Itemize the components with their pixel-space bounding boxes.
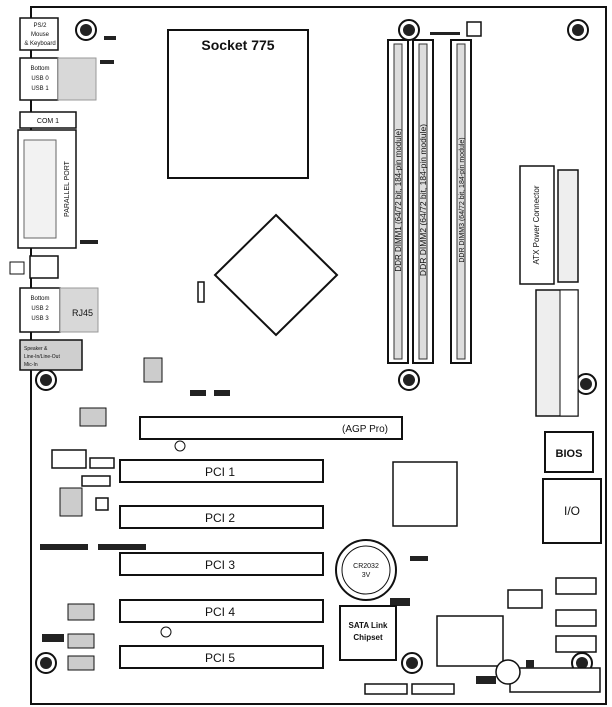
pci-slot-2: PCI 2: [119, 505, 324, 529]
bios-chip: BIOS: [544, 431, 594, 473]
audio-label-3: Mic-In: [24, 362, 38, 368]
mounting-hole-icon: [35, 369, 57, 391]
usb-lan-label-2: USB 2: [31, 306, 49, 312]
usb-port-top: Bottom USB 0 USB 1: [19, 57, 97, 101]
usb-lan-label-1: Bottom: [30, 296, 49, 302]
mounting-hole-icon: [401, 652, 423, 674]
parallel-port-label: PARALLEL PORT: [64, 160, 71, 217]
ps2-port: PS/2 Mouse & Keyboard: [19, 17, 59, 51]
sata-label-2: Chipset: [353, 633, 383, 642]
mounting-hole-icon: [575, 373, 597, 395]
pci-slot-1-label: PCI 1: [205, 465, 235, 479]
audio-stub: [9, 255, 59, 279]
usb-top-label-2: USB 0: [31, 76, 49, 82]
pci-slot-1: PCI 1: [119, 459, 324, 483]
pci-slot-2-label: PCI 2: [205, 511, 235, 525]
audio-label-2: Line-In/Line-Out: [24, 354, 60, 360]
agp-slot-label: (AGP Pro): [342, 424, 388, 435]
pci-slot-4: PCI 4: [119, 599, 324, 623]
battery-label-1: CR2032: [353, 563, 379, 570]
bottom-right-headers: [364, 577, 601, 695]
com-port: COM 1: [19, 111, 77, 129]
pci-slot-5-label: PCI 5: [205, 651, 235, 665]
pci-slot-3: PCI 3: [119, 552, 324, 576]
io-chip: I/O: [542, 478, 602, 544]
io-label: I/O: [564, 504, 580, 518]
dimm-slot-1-label: DDR DIMM1 (64/72 bit, 184-pin module): [394, 128, 403, 272]
cmos-battery: CR2032 3V: [335, 539, 397, 601]
agp-slot: (AGP Pro): [139, 416, 403, 440]
cpu-socket: Socket 775: [167, 29, 309, 179]
parallel-port: PARALLEL PORT: [17, 129, 77, 249]
left-headers: [40, 449, 172, 671]
pci-slot-3-label: PCI 3: [205, 558, 235, 572]
mounting-hole-icon: [398, 369, 420, 391]
usb-lan-label-3: USB 3: [31, 316, 49, 322]
mounting-hole-icon: [75, 19, 97, 41]
sata-label-1: SATA Link: [349, 621, 389, 630]
battery-header: [390, 598, 410, 606]
battery-label-2: 3V: [362, 572, 371, 579]
atx-power-connector: ATX Power Connector: [519, 165, 579, 417]
usb-lan-port: Bottom USB 2 USB 3 RJ45: [19, 287, 99, 333]
mounting-hole-icon: [398, 19, 420, 41]
northbridge-chip: [213, 213, 339, 337]
dimm-slot-3: DDR DIMM3 (64/72 bit, 184-pin module): [450, 39, 472, 364]
audio-jacks: Speaker & Line-In/Line-Out Mic-In: [19, 339, 83, 371]
southbridge-chip: [392, 461, 458, 527]
dimm-slot-1: DDR DIMM1 (64/72 bit, 184-pin module): [387, 39, 409, 364]
dimm-slot-3-label: DDR DIMM3 (64/72 bit, 184-pin module): [459, 137, 466, 262]
sata-chipset: SATA Link Chipset: [339, 605, 397, 661]
cpu-socket-label: Socket 775: [201, 37, 274, 53]
memory-chip: [436, 615, 504, 667]
com-port-label: COM 1: [37, 118, 59, 125]
bios-label: BIOS: [556, 448, 583, 460]
battery-jumper: [410, 556, 428, 561]
ps2-label-2: Mouse: [31, 32, 50, 38]
rj45-label: RJ45: [72, 308, 93, 318]
pci-slot-5: PCI 5: [119, 645, 324, 669]
dimm-slot-2: DDR DIMM2 (64/72 bit, 184-pin module): [412, 39, 434, 364]
board-outline: [30, 6, 607, 705]
mounting-hole-icon: [35, 652, 57, 674]
dimm-slot-2-label: DDR DIMM2 (64/72 bit, 184-pin module): [418, 124, 428, 276]
mounting-hole-icon: [567, 19, 589, 41]
usb-top-label-1: Bottom: [30, 66, 49, 72]
misc-chip-top: [79, 357, 230, 452]
usb-top-label-3: USB 1: [31, 86, 49, 92]
jumper-headers: [80, 21, 482, 303]
atx-power-label: ATX Power Connector: [532, 185, 541, 264]
ps2-label-1: PS/2: [33, 23, 47, 29]
pci-slot-4-label: PCI 4: [205, 605, 235, 619]
mounting-holes: [35, 19, 597, 674]
audio-label-1: Speaker &: [24, 346, 48, 352]
ps2-label-3: & Keyboard: [24, 41, 55, 47]
